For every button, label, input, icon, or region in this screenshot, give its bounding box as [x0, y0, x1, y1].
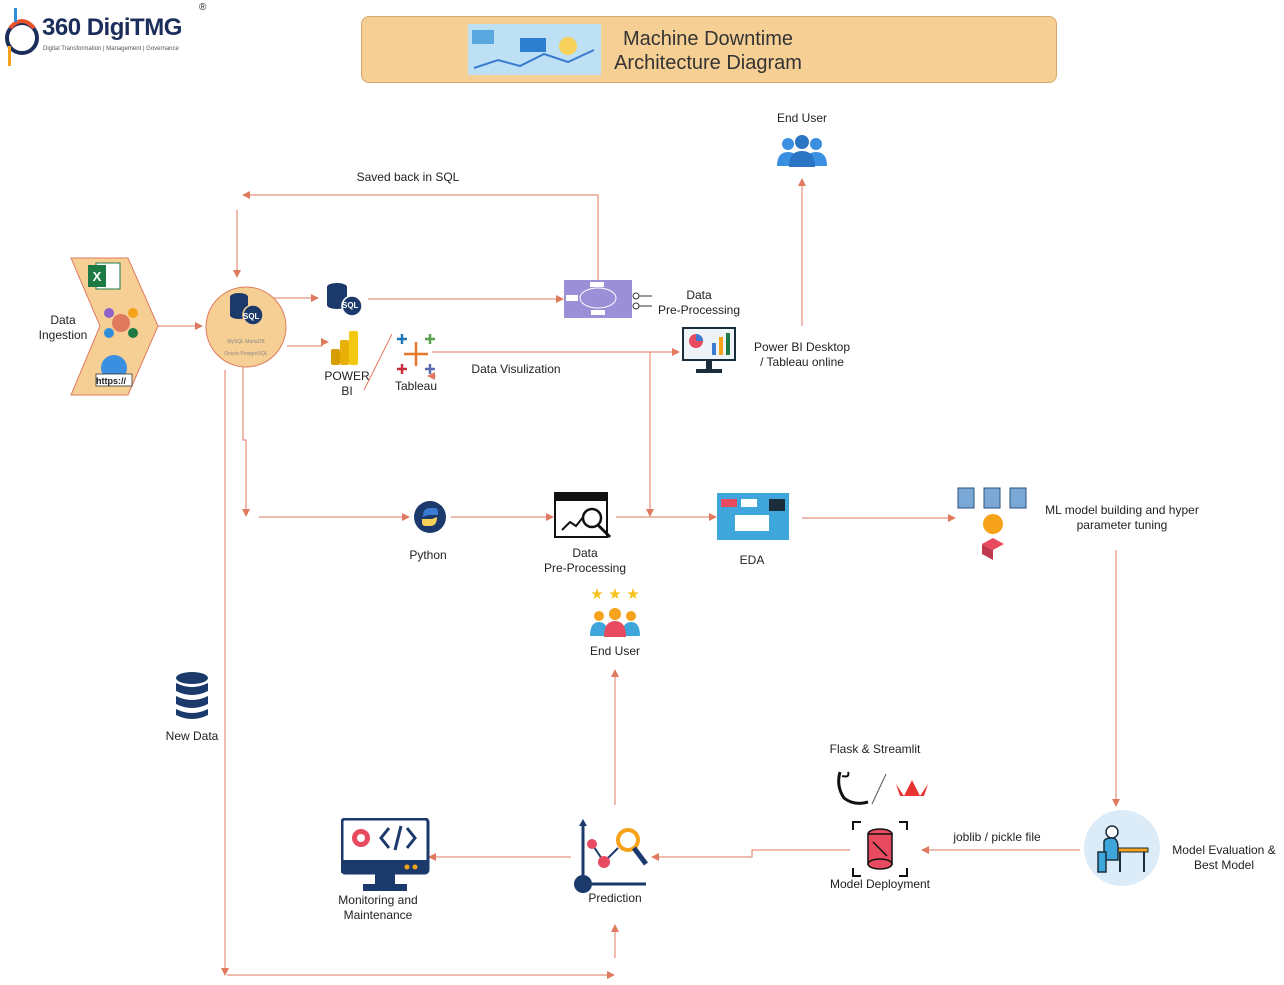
- edge-saved-back: [242, 191, 599, 280]
- powerbi-desktop-label: Power BI Desktop / Tableau online: [753, 340, 851, 369]
- monitoring-label: Monitoring and Maintenance: [338, 893, 418, 922]
- sql-db-icon: [327, 283, 363, 317]
- sql-badge-db: SQL: [342, 301, 359, 310]
- eda-dashboard-icon: [717, 493, 789, 540]
- logo-name: 360 DigiTMG: [42, 14, 182, 41]
- connector-icon: [632, 292, 652, 310]
- saved-back-label: Saved back in SQL: [356, 170, 460, 184]
- people-network-icon: [104, 308, 138, 338]
- edge-sql-to-powerbi: [287, 338, 329, 347]
- rated-users-icon: ★ ★ ★: [590, 585, 640, 637]
- prediction-chart-icon: [574, 819, 648, 893]
- excel-icon: X: [88, 262, 121, 290]
- sql-server-circle: [205, 286, 287, 368]
- page-title: Machine Downtime Architecture Diagram: [608, 27, 808, 75]
- flask-streamlit-label: Flask & Streamlit: [829, 742, 921, 756]
- svg-text:★: ★: [590, 585, 603, 603]
- end-user-mid-label: End User: [589, 644, 641, 658]
- model-deployment-label: Model Deployment: [829, 877, 931, 891]
- flask-icon: [837, 771, 887, 805]
- model-evaluation-label: Model Evaluation & Best Model: [1172, 843, 1276, 872]
- eda-label: EDA: [739, 553, 765, 567]
- web-https-icon: [95, 355, 133, 387]
- power-bi-label: POWER BI: [324, 369, 370, 398]
- edge-sql-down: [242, 366, 250, 517]
- registered-mark: ®: [199, 2, 207, 13]
- tableau-label: Tableau: [394, 379, 438, 393]
- data-preprocessing-top-label: Data Pre-Processing: [657, 288, 741, 317]
- data-visualization-label: Data Visulization: [471, 362, 561, 376]
- svg-text:★: ★: [626, 585, 639, 603]
- title-illustration-icon: [468, 24, 601, 75]
- ml-model-label: ML model building and hyper parameter tu…: [1045, 503, 1199, 532]
- title-line-1: Machine Downtime: [622, 28, 794, 50]
- dashboard-monitor-icon: [682, 327, 736, 373]
- tableau-icon: [397, 334, 435, 374]
- ml-model-icon: [957, 487, 1027, 560]
- company-logo-icon: [5, 8, 39, 66]
- monitoring-code-icon: [341, 818, 430, 891]
- model-evaluation-icon: [1084, 810, 1160, 886]
- end-user-top-label: End User: [776, 111, 828, 125]
- https-badge: https://: [96, 376, 126, 386]
- preprocessing-diagram-icon: [564, 280, 632, 318]
- edge-divider-slash: [363, 333, 393, 391]
- streamlit-icon: [896, 780, 928, 796]
- svg-text:★: ★: [608, 585, 621, 603]
- sql-badge-circle: SQL: [243, 312, 260, 321]
- sql-database-icon: [230, 293, 264, 326]
- python-label: Python: [409, 548, 447, 562]
- data-ingestion-label: Data Ingestion: [38, 313, 88, 342]
- edge-deployment-to-prediction: [651, 849, 850, 861]
- prediction-label: Prediction: [588, 891, 642, 905]
- new-data-database-icon: [176, 672, 208, 719]
- logo-tagline: Digital Transformation | Management | Go…: [43, 46, 179, 52]
- model-deployment-icon: [852, 821, 908, 877]
- data-preprocessing-mid-label: Data Pre-Processing: [543, 546, 627, 575]
- python-icon: [414, 501, 446, 533]
- users-group-icon: [777, 135, 827, 167]
- power-bi-icon: [331, 331, 358, 365]
- sql-server-caption: MySQL MariaDB Oracle PostgreSQL: [224, 339, 268, 357]
- svg-text:X: X: [93, 269, 102, 284]
- new-data-label: New Data: [165, 729, 219, 743]
- title-line-2: Architecture Diagram: [614, 52, 802, 74]
- data-analysis-window-icon: [554, 492, 612, 539]
- joblib-label: joblib / pickle file: [953, 830, 1041, 844]
